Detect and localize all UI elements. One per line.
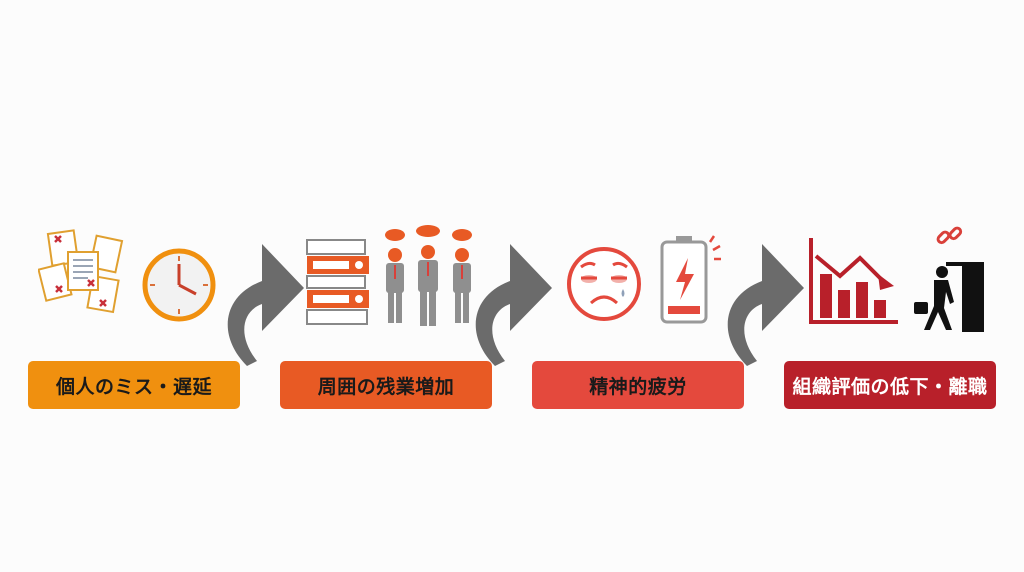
- step-1-label: 個人のミス・遅延: [28, 361, 240, 409]
- curved-arrow-icon: [727, 244, 804, 366]
- tired-face-icon: [567, 247, 641, 321]
- broken-link-icon: [936, 226, 963, 245]
- step-3-label: 精神的疲労: [532, 361, 744, 409]
- step-4-label: 組織評価の低下・離職: [784, 361, 996, 409]
- exhausted-workers-icon: [385, 225, 472, 326]
- error-documents-icon: [38, 229, 124, 314]
- clock-icon: [142, 248, 216, 322]
- curved-arrow-icon: [227, 244, 304, 366]
- step-2-label: 周囲の残業増加: [280, 361, 492, 409]
- declining-chart-icon: [809, 238, 898, 324]
- curved-arrow-icon: [475, 244, 552, 366]
- person-leaving-door-icon: [914, 262, 984, 332]
- stacked-binders-icon: [306, 239, 369, 325]
- low-battery-icon: [660, 235, 721, 324]
